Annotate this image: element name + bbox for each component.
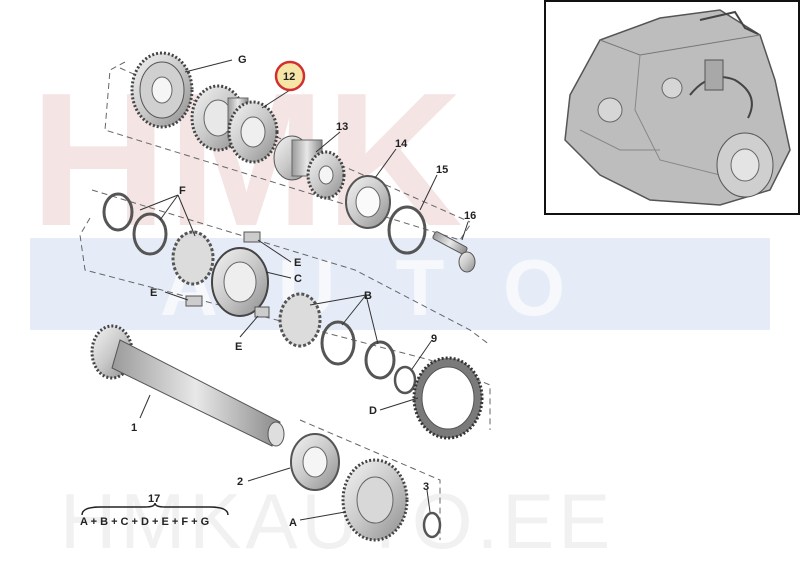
bolt-16 [432,231,476,273]
callout-3: 3 [423,481,429,493]
callout-2: 2 [237,476,243,488]
callout-9: 9 [431,333,437,345]
watermark: HMK AUTO HMKAUTO.EE [30,54,770,565]
callout-e-top: E [294,257,301,269]
sleeve-d [412,356,484,440]
key-e-top [243,231,261,243]
leader-lines [139,59,469,521]
watermark-site: HMKAUTO.EE [60,477,614,565]
legend-brace [81,502,229,516]
callout-14: 14 [395,138,408,150]
synchro-rings-b [278,292,396,380]
callout-d: D [369,405,377,417]
callout-17: 17 [148,493,160,505]
callout-15: 15 [436,164,448,176]
circlip-15 [387,205,427,255]
callout-f: F [179,185,186,197]
callout-16: 16 [464,210,476,222]
legend-formula: A + B + C + D + E + F + G [80,516,209,528]
gear-a [341,458,409,542]
gear-12 [190,84,279,164]
callout-g: G [238,54,247,66]
callout-13: 13 [336,121,348,133]
synchro-rings-f [102,192,215,286]
callout-c: C [294,273,302,285]
key-e-left [185,295,203,307]
callout-b: B [364,290,372,302]
circlip-3 [422,511,442,539]
gearbox-assembly-icon [564,9,791,206]
legend-17: 17 A + B + C + D + E + F + G [80,493,229,528]
shaft-1 [90,324,285,447]
circlip-9 [393,365,417,395]
gear-g [130,51,194,129]
gear-13 [273,135,346,200]
callout-a: A [289,517,297,529]
callout-1: 1 [131,422,137,434]
inset-gearbox-photo [544,0,800,215]
bearing-2 [290,433,340,491]
callout-12: 12 [283,71,295,83]
callout-e-left: E [150,287,157,299]
key-e-bottom [254,306,270,318]
bearing-14 [345,175,391,229]
callout-e-bottom: E [235,341,242,353]
synchro-hub-c [211,247,269,317]
highlight-ring-12 [274,60,306,92]
